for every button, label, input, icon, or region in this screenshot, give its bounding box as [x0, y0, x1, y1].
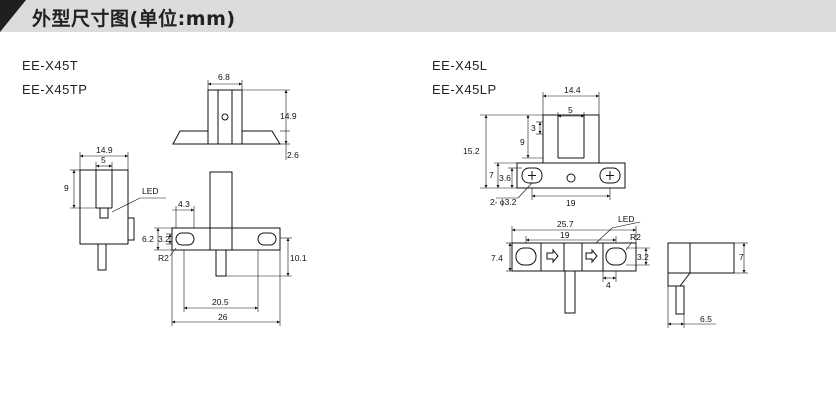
t-upper-body: [207, 89, 243, 145]
l-lower-flange: [511, 242, 637, 272]
dim-l-15-2: 15.2: [463, 146, 480, 156]
t-front-led-window: [99, 207, 109, 219]
t-front-side-tab: [127, 217, 135, 241]
dim-l-3-6: 3.6: [499, 173, 511, 183]
model-label-ee-x45l: EE-X45L: [432, 58, 488, 73]
t-upper-view: [172, 89, 281, 145]
dim-l-side-7: 7: [739, 252, 744, 262]
dim-l-14-4: 14.4: [564, 85, 581, 95]
t-side-upper: [209, 171, 233, 229]
dim-l-7-4: 7.4: [491, 253, 503, 263]
model-label-ee-x45tp: EE-X45TP: [22, 82, 88, 97]
l-lower-left-slot: [515, 247, 537, 266]
model-label-ee-x45t: EE-X45T: [22, 58, 79, 73]
dim-t-4-3: 4.3: [178, 199, 190, 209]
t-side-left-slot: [175, 232, 195, 246]
l-side-view: [667, 242, 735, 315]
dim-t-3-2: 3.2: [158, 234, 170, 244]
dim-l-4: 4: [606, 280, 611, 290]
dim-l-25-7: 25.7: [557, 219, 574, 229]
arrow-right-icon: [546, 248, 559, 264]
dim-t-14-9: 14.9: [280, 111, 297, 121]
dim-t-10-1: 10.1: [290, 253, 307, 263]
l-lower-left-emitter: [540, 242, 565, 272]
dim-l-3: 3: [531, 123, 536, 133]
l-side-corner: [667, 272, 691, 287]
l-upper-body: [542, 114, 600, 164]
t-front-body: [79, 169, 129, 245]
l-lower-right-slot: [605, 247, 627, 266]
l-lower-view: [511, 242, 637, 314]
l-lower-right-detector: [581, 242, 604, 272]
header-accent-shape: [0, 0, 26, 32]
arrow-right-icon: [585, 248, 598, 264]
dim-t-6-2: 6.2: [142, 234, 154, 244]
l-lower-lead: [564, 270, 576, 314]
dim-t-2-6: 2.6: [287, 150, 299, 160]
t-front-dims: [70, 152, 166, 213]
t-side-dims: [154, 206, 292, 326]
dim-t-26: 26: [218, 312, 228, 322]
t-upper-left-flange: [172, 130, 209, 145]
dim-l-5: 5: [568, 105, 573, 115]
dim-l-19: 19: [566, 198, 576, 208]
dim-t-20-5: 20.5: [212, 297, 229, 307]
t-side-right-slot: [257, 232, 277, 246]
l-lower-dims: [506, 221, 650, 282]
dim-l-7: 7: [489, 170, 494, 180]
dim-t-14-9b: 14.9: [96, 145, 113, 155]
dim-t-6-8: 6.8: [218, 72, 230, 82]
dim-t-5: 5: [101, 155, 106, 165]
section-header: 外型尺寸图(单位:mm): [0, 0, 836, 32]
section-title: 外型尺寸图(单位:mm): [32, 8, 236, 30]
dim-t-r2: R2: [158, 253, 169, 263]
t-side-view: [171, 171, 281, 277]
t-upper-dims: [207, 80, 290, 160]
t-upper-hole: [221, 113, 229, 121]
t-side-lead: [215, 249, 227, 277]
l-upper-view: [516, 114, 626, 189]
t-led-label: LED: [142, 186, 159, 196]
t-upper-right-flange: [242, 130, 281, 145]
model-label-ee-x45lp: EE-X45LP: [432, 82, 497, 97]
dim-l-9: 9: [520, 137, 525, 147]
dim-l-holes: 2- ϕ3.2: [490, 197, 517, 207]
t-front-view: [79, 169, 135, 271]
l-upper-hole: [566, 173, 576, 183]
dim-t-9: 9: [64, 183, 69, 193]
l-side-upper: [667, 242, 735, 274]
l-side-dims: [667, 242, 748, 328]
l-upper-dims: [480, 92, 611, 200]
dim-l-side-6-5: 6.5: [700, 314, 712, 324]
dim-l-3-2: 3.2: [637, 252, 649, 262]
l-side-lead: [675, 285, 685, 315]
l-upper-right-slot: [599, 167, 621, 184]
l-led-label: LED: [618, 214, 635, 224]
t-side-flange: [171, 227, 281, 251]
t-front-lead: [97, 243, 107, 271]
dim-l-19b: 19: [560, 230, 570, 240]
dim-l-r2: R2: [630, 232, 641, 242]
